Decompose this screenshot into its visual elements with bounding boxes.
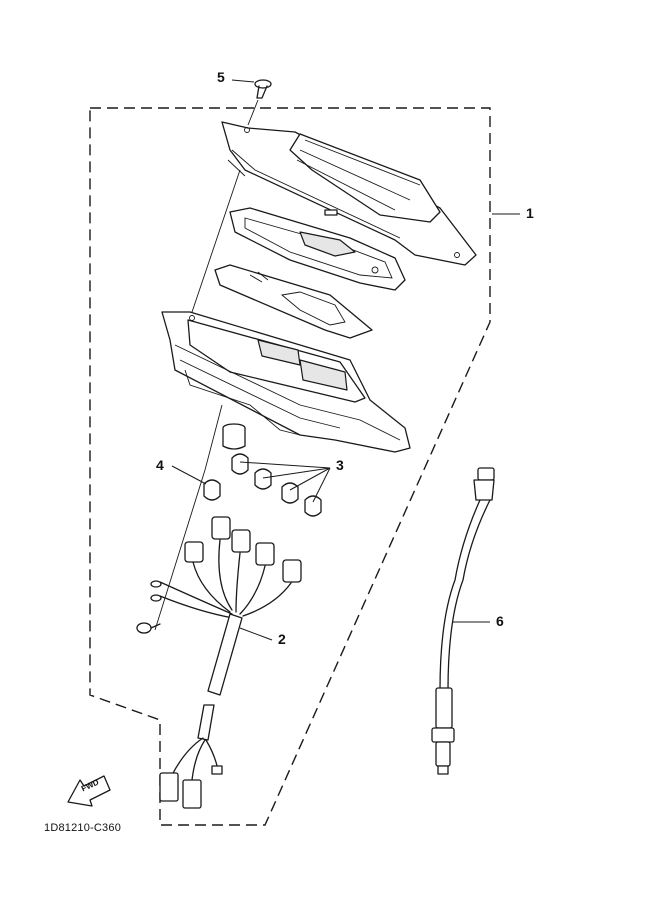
harness-bolt	[136, 622, 161, 634]
assembly-boundary	[89, 107, 491, 826]
screw-part	[254, 79, 272, 99]
callout-2: 2	[278, 631, 286, 647]
callout-1: 1	[526, 205, 534, 221]
fwd-arrow-icon	[67, 775, 111, 807]
meter-face	[214, 264, 373, 339]
meter-plate	[229, 207, 406, 291]
leader-4	[171, 465, 207, 485]
leader-2	[239, 627, 273, 641]
socket-cap	[222, 423, 246, 450]
wire-harness	[150, 516, 302, 809]
leader-5	[231, 79, 255, 83]
callout-6: 6	[496, 613, 504, 629]
callout-5: 5	[217, 69, 225, 85]
callout-3: 3	[336, 457, 344, 473]
meter-housing	[161, 311, 411, 453]
bulb-set	[231, 453, 322, 517]
diagram-code: 1D81210-C360	[44, 822, 122, 834]
speedometer-cable	[431, 467, 495, 775]
leader-3	[239, 461, 331, 503]
bulb-single	[203, 479, 221, 501]
meter-top-cover	[221, 121, 477, 266]
callout-4: 4	[156, 457, 164, 473]
